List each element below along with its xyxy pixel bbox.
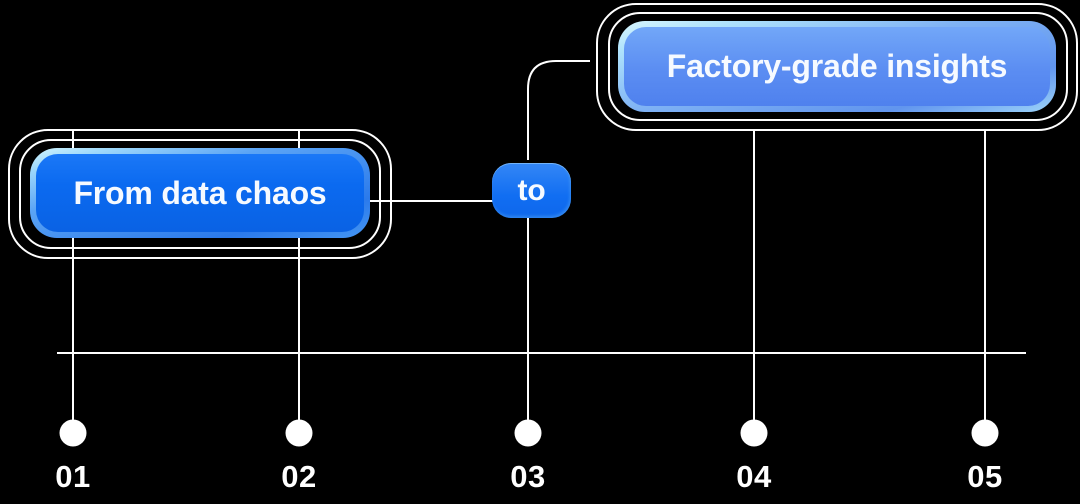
milestone-label-02: 02 (281, 459, 317, 494)
to-connector-badge: to (492, 163, 571, 218)
from-badge-outer-ring (8, 129, 392, 259)
milestone-dot-02 (285, 419, 313, 447)
milestone-dot-04 (740, 419, 768, 447)
from-badge-inner-ring (19, 139, 381, 249)
from-data-chaos-badge: From data chaos (30, 148, 370, 238)
from-data-chaos-label: From data chaos (36, 154, 364, 232)
milestone-label-01: 01 (55, 459, 91, 494)
factory-badge-outer-ring (596, 3, 1078, 131)
milestone-label-04: 04 (736, 459, 772, 494)
milestone-dot-03 (514, 419, 542, 447)
milestone-dot-01 (59, 419, 87, 447)
factory-badge-inner-ring (608, 12, 1068, 121)
factory-grade-insights-label: Factory-grade insights (624, 27, 1050, 106)
to-connector-label: to (517, 173, 546, 207)
factory-grade-insights-badge: Factory-grade insights (618, 21, 1056, 112)
milestone-dot-05 (971, 419, 999, 447)
milestone-label-05: 05 (967, 459, 1003, 494)
milestone-label-03: 03 (510, 459, 546, 494)
to-factory-connector-curve (527, 60, 590, 160)
